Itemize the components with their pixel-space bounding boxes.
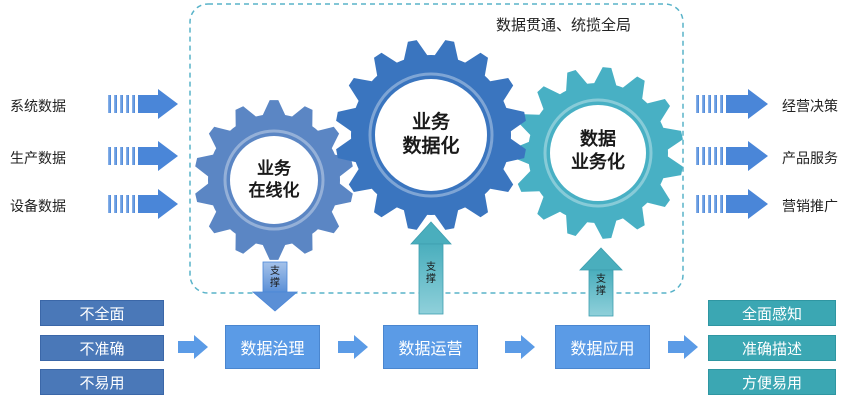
flow-arrow-4: [668, 335, 698, 359]
gear-online: [195, 100, 353, 260]
gear-3-line1: 数据: [580, 129, 616, 150]
output-arrow-3: [696, 189, 768, 219]
gear-1-label: 业务 在线化: [238, 158, 310, 202]
output-label-3: 营销推广: [782, 199, 838, 215]
problem-box-2: 不准确: [40, 335, 164, 361]
support-arrow-up-2: [579, 247, 623, 317]
input-arrow-2: [108, 141, 178, 171]
gear-1-line2: 在线化: [248, 181, 300, 201]
flow-arrow-1: [178, 335, 208, 359]
input-label-1: 系统数据: [10, 99, 66, 115]
support-arrow-down: [251, 261, 299, 312]
gear-2-label: 业务 数据化: [386, 110, 476, 158]
input-label-2: 生产数据: [10, 151, 66, 167]
problem-box-3: 不易用: [40, 369, 164, 395]
process-operation: 数据运营: [383, 325, 478, 369]
gear-1-line1: 业务: [257, 159, 291, 179]
support-label-2: 支撑: [426, 262, 436, 285]
flow-arrow-3: [505, 335, 535, 359]
support-arrow-up-1: [410, 221, 452, 315]
gear-3-hub: [550, 105, 646, 201]
gear-3-label: 数据 业务化: [556, 128, 640, 174]
result-box-1: 全面感知: [708, 300, 836, 326]
flow-arrow-2: [338, 335, 368, 359]
gear-business-to-data: [336, 40, 526, 230]
process-governance: 数据治理: [225, 325, 320, 369]
problem-box-1: 不全面: [40, 300, 164, 326]
gear-3-line2: 业务化: [571, 152, 625, 173]
integration-title: 数据贯通、统揽全局: [496, 16, 632, 34]
support-label-1: 支撑: [270, 266, 280, 289]
gear-2-line1: 业务: [411, 111, 450, 133]
process-application: 数据应用: [555, 325, 650, 369]
gear-3-ring: [543, 98, 653, 208]
result-box-2: 准确描述: [708, 335, 836, 361]
gear-2-line2: 数据化: [402, 135, 460, 157]
input-arrow-1: [108, 89, 178, 119]
input-label-3: 设备数据: [10, 199, 66, 215]
output-label-2: 产品服务: [782, 151, 838, 167]
gear-1-ring: [223, 129, 325, 231]
output-arrow-2: [696, 141, 768, 171]
gear-2-hub: [375, 79, 487, 191]
result-box-3: 方便易用: [708, 369, 836, 395]
gear-2-ring: [368, 72, 494, 198]
support-label-3: 支撑: [596, 274, 606, 297]
input-arrow-3: [108, 189, 178, 219]
output-arrow-1: [696, 89, 768, 119]
output-label-1: 经营决策: [782, 99, 838, 115]
gear-data-to-business: [512, 67, 683, 239]
gear-1-hub: [230, 136, 318, 224]
